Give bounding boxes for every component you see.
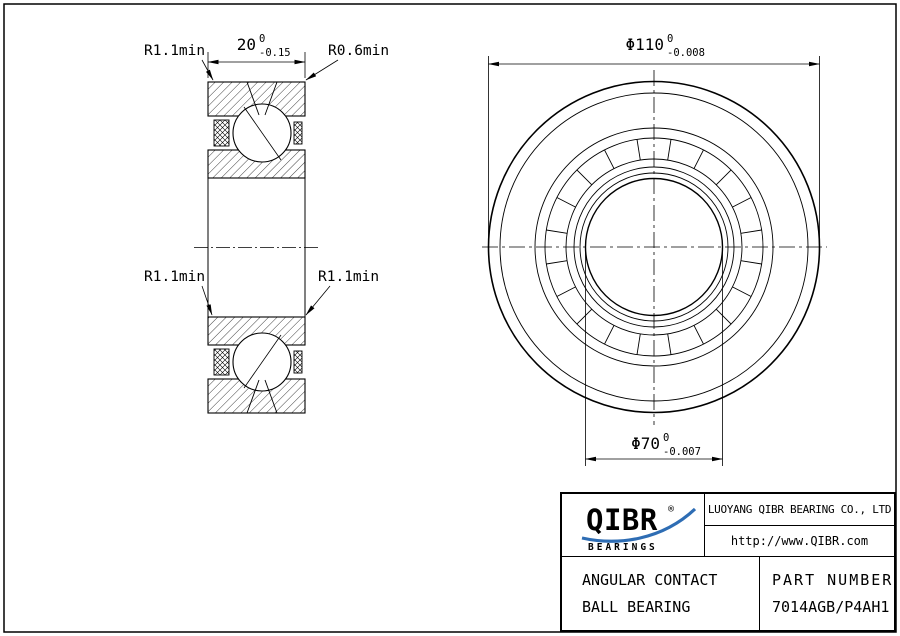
qibr-logo: QIBR ® BEARINGS <box>581 503 696 553</box>
width-dim-value: 20 <box>237 35 256 54</box>
bore-dim-value: Φ70 <box>631 434 660 453</box>
logo-subtext: BEARINGS <box>588 542 658 553</box>
radius-label-mid-right: R1.1min <box>318 269 379 285</box>
od-dim-tol-bottom: -0.008 <box>667 47 705 59</box>
leader-top-left <box>201 59 214 81</box>
section-view <box>194 81 319 414</box>
product-name-line2: BALL BEARING <box>582 598 691 616</box>
radius-label-mid-left: R1.1min <box>144 269 205 285</box>
logo-wordmark: QIBR <box>586 503 658 537</box>
front-view <box>482 70 827 425</box>
front-dimensions <box>487 56 821 466</box>
company-name: LUOYANG QIBR BEARING CO., LTD <box>705 494 894 526</box>
width-dim-tol-top: 0 <box>259 33 265 45</box>
product-name: ANGULAR CONTACT BALL BEARING <box>562 557 760 630</box>
width-dim-tol-bottom: -0.15 <box>259 47 291 59</box>
company-info: LUOYANG QIBR BEARING CO., LTD http://www… <box>705 494 894 556</box>
cage-pocket-lines <box>546 139 762 355</box>
bore-dim-tol-bottom: -0.007 <box>663 446 701 458</box>
contact-angle-line <box>243 334 282 389</box>
contact-angle-line <box>243 106 282 161</box>
logo-swoosh <box>581 507 696 543</box>
cage-section <box>213 348 230 376</box>
od-dim-value: Φ110 <box>625 35 664 54</box>
bore-dim-tol-top: 0 <box>663 432 669 444</box>
part-number-label: PART NUMBER <box>772 571 894 589</box>
company-website: http://www.QIBR.com <box>730 533 869 548</box>
product-name-line1: ANGULAR CONTACT <box>582 571 718 589</box>
od-dim-tol-top: 0 <box>667 33 673 45</box>
title-block-row-bottom: ANGULAR CONTACT BALL BEARING PART NUMBER… <box>562 556 894 630</box>
registered-mark-icon: ® <box>668 504 675 515</box>
top-bearing-section <box>207 81 306 179</box>
cage-section <box>213 119 230 147</box>
company-logo: QIBR ® BEARINGS <box>562 494 705 556</box>
part-number-value: 7014AGB/P4AH1 <box>772 598 890 616</box>
leader-mid-right <box>305 285 331 316</box>
bottom-bearing-section <box>207 316 306 414</box>
radius-label-top-left: R1.1min <box>144 43 205 59</box>
section-dimensions <box>201 52 339 316</box>
title-block-row-top: QIBR ® BEARINGS LUOYANG QIBR BEARING CO.… <box>562 494 894 556</box>
page-border <box>3 3 897 633</box>
part-number-cell: PART NUMBER 7014AGB/P4AH1 <box>760 557 894 630</box>
cage-section <box>293 350 303 374</box>
cage-section <box>293 121 303 145</box>
title-block: QIBR ® BEARINGS LUOYANG QIBR BEARING CO.… <box>560 492 896 632</box>
leader-top-right <box>305 59 339 81</box>
leader-mid-left <box>201 285 213 316</box>
radius-label-top-right: R0.6min <box>328 43 389 59</box>
